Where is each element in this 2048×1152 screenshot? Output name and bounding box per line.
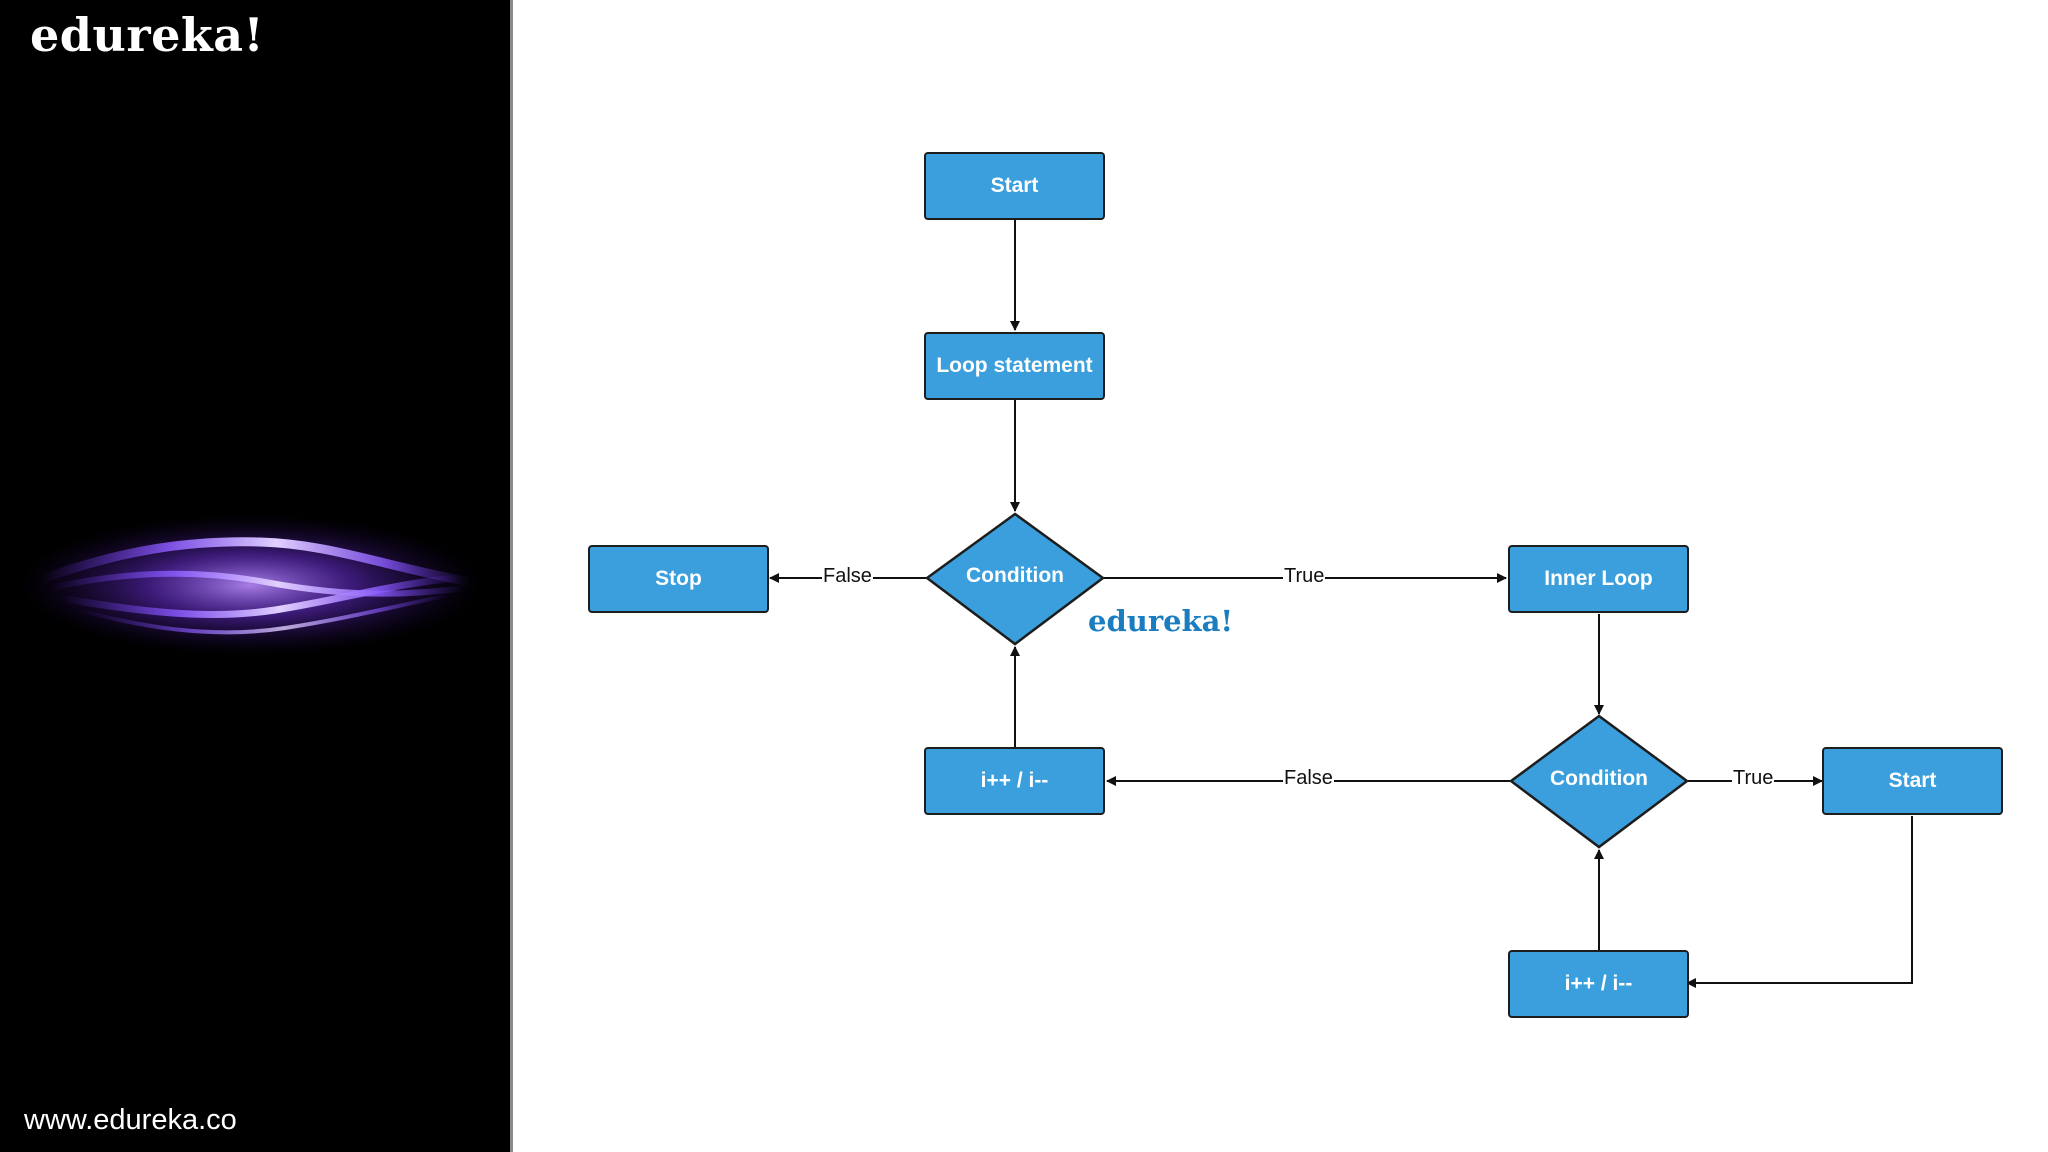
nested-loop-flowchart: Start Loop statement Stop Inner Loop i++… [513,0,2048,1152]
flowchart-connectors [769,220,1913,988]
outer-increment-node: i++ / i-- [924,747,1105,815]
inner-condition-diamond [1508,714,1690,849]
inner-true-label: True [1732,767,1775,789]
sidebar-panel: edureka! ww [0,0,513,1152]
purple-wave-graphic [20,515,480,655]
inner-loop-node: Inner Loop [1508,545,1689,613]
inner-false-label: False [1283,767,1334,789]
start-node: Start [924,152,1105,220]
inner-condition-label: Condition [1550,767,1648,790]
sidebar-divider [510,0,513,1152]
inner-increment-node: i++ / i-- [1508,950,1689,1018]
stop-node: Stop [588,545,769,613]
outer-false-label: False [822,565,873,587]
outer-condition-label: Condition [966,564,1064,587]
footer-website-url: www.edureka.co [24,1104,237,1136]
edureka-watermark: edureka! [1088,604,1234,638]
outer-true-label: True [1283,565,1326,587]
edureka-logo: edureka! [30,8,265,62]
inner-start-node: Start [1822,747,2003,815]
edge-inner-start-to-inner-increment [1686,816,1913,988]
loop-statement-node: Loop statement [924,332,1105,400]
outer-condition-diamond [924,512,1106,646]
